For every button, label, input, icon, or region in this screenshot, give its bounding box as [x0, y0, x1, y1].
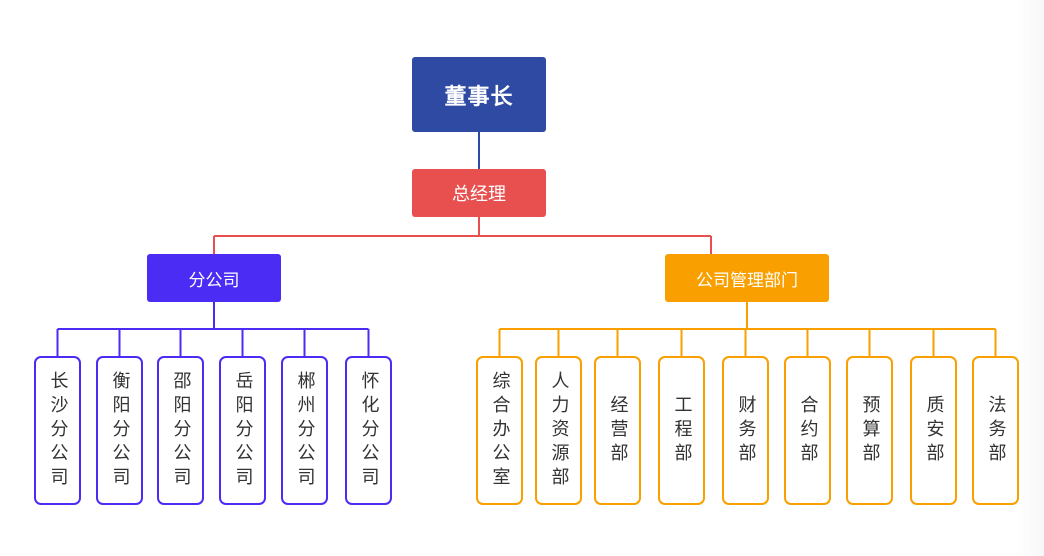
branch-node-label: 怀化分公司 [358, 370, 380, 491]
dept-node-label: 预算部 [859, 394, 881, 467]
dept-node-engineering[interactable]: 工程部 [658, 356, 705, 505]
general-manager-label: 总经理 [452, 184, 506, 205]
branch-node-hengyang[interactable]: 衡阳分公司 [96, 356, 143, 505]
dept-node-legal[interactable]: 法务部 [972, 356, 1019, 505]
branch-company-group-label: 分公司 [188, 270, 240, 291]
dept-node-label: 财务部 [735, 394, 757, 467]
general-manager-node[interactable]: 总经理 [412, 169, 546, 217]
dept-node-budget[interactable]: 预算部 [846, 356, 893, 505]
dept-node-label: 合约部 [797, 394, 819, 467]
dept-node-label: 人力资源部 [548, 370, 570, 491]
management-dept-group-node[interactable]: 公司管理部门 [665, 254, 829, 302]
dept-node-human-resources[interactable]: 人力资源部 [535, 356, 582, 505]
chairman-node[interactable]: 董事长 [412, 57, 546, 132]
management-dept-group-label: 公司管理部门 [696, 270, 798, 291]
branch-node-label: 衡阳分公司 [109, 370, 131, 491]
dept-node-general-office[interactable]: 综合办公室 [476, 356, 523, 505]
dept-node-contracts[interactable]: 合约部 [784, 356, 831, 505]
dept-node-label: 法务部 [985, 394, 1007, 467]
dept-node-quality-safety[interactable]: 质安部 [910, 356, 957, 505]
dept-node-label: 综合办公室 [489, 370, 511, 491]
dept-node-label: 经营部 [607, 394, 629, 467]
branch-node-chenzhou[interactable]: 郴州分公司 [281, 356, 328, 505]
branch-node-shaoyang[interactable]: 邵阳分公司 [157, 356, 204, 505]
branch-company-group-node[interactable]: 分公司 [147, 254, 281, 302]
branch-node-label: 长沙分公司 [47, 370, 69, 491]
dept-node-operations[interactable]: 经营部 [594, 356, 641, 505]
branch-node-label: 岳阳分公司 [232, 370, 254, 491]
scroll-edge-shade [1016, 0, 1044, 556]
branch-node-changsha[interactable]: 长沙分公司 [34, 356, 81, 505]
branch-node-label: 郴州分公司 [294, 370, 316, 491]
branch-node-yueyang[interactable]: 岳阳分公司 [219, 356, 266, 505]
dept-node-label: 质安部 [923, 394, 945, 467]
branch-node-huaihua[interactable]: 怀化分公司 [345, 356, 392, 505]
dept-node-finance[interactable]: 财务部 [722, 356, 769, 505]
branch-node-label: 邵阳分公司 [170, 370, 192, 491]
chairman-label: 董事长 [444, 84, 514, 110]
dept-node-label: 工程部 [671, 394, 693, 467]
